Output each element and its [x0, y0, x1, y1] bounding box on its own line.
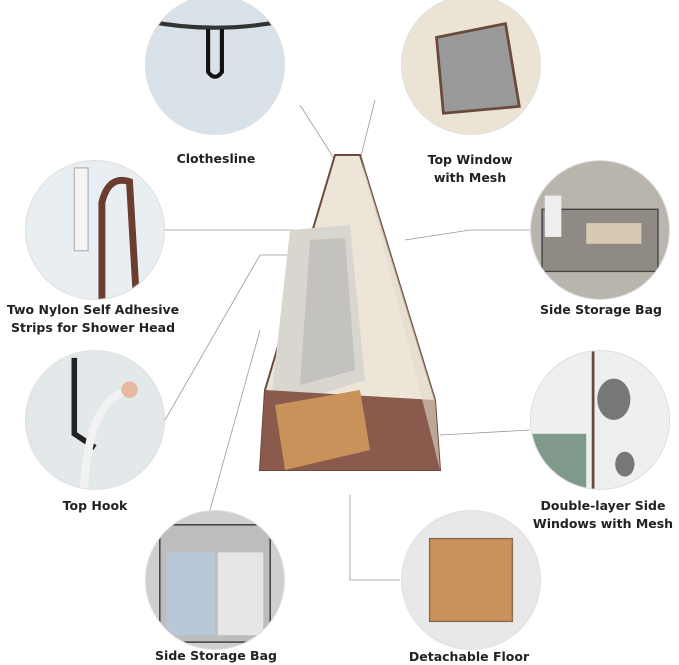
top-hook-photo	[26, 351, 164, 489]
label-side-storage-right: Side Storage Bag	[540, 302, 662, 317]
label-side-storage-bottom: Side Storage Bag	[155, 648, 277, 663]
side-storage-bottom-photo	[146, 511, 284, 649]
shower-strips-photo	[26, 161, 164, 299]
tent-image	[258, 154, 442, 471]
label-clothesline: Clothesline	[176, 151, 256, 166]
top-window-photo	[402, 0, 540, 134]
label-top-hook: Top Hook	[62, 498, 128, 513]
clothesline-photo	[146, 0, 284, 134]
floor-photo	[402, 511, 540, 649]
side-storage-right-photo	[531, 161, 669, 299]
label-floor: Detachable Floor	[408, 649, 530, 664]
side-windows-photo	[531, 351, 669, 489]
